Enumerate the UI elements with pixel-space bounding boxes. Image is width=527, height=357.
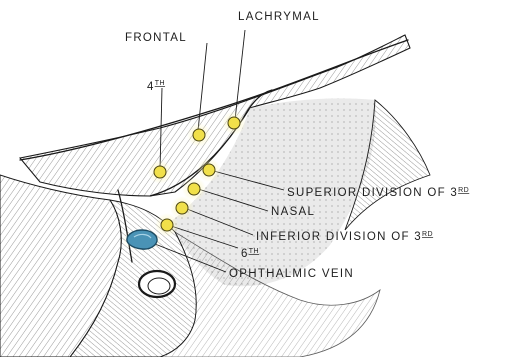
inferior-division-nerve <box>176 202 188 214</box>
fourth-nerve <box>154 166 166 178</box>
nasal-nerve <box>188 183 200 195</box>
frontal-nerve <box>193 129 205 141</box>
sixth-nerve <box>161 219 173 231</box>
lachrymal-nerve <box>228 117 240 129</box>
label-frontal: FRONTAL <box>125 32 187 44</box>
label-inferior-division: INFERIOR DIVISION OF 3RD <box>256 231 433 243</box>
ophthalmic-vein <box>127 230 157 249</box>
label-ophthalmic-vein: OPHTHALMIC VEIN <box>229 268 354 280</box>
superior-division-nerve <box>203 164 215 176</box>
label-nasal: NASAL <box>271 206 315 218</box>
label-superior-division: SUPERIOR DIVISION OF 3RD <box>287 187 469 199</box>
label-lachrymal: LACHRYMAL <box>238 11 320 23</box>
